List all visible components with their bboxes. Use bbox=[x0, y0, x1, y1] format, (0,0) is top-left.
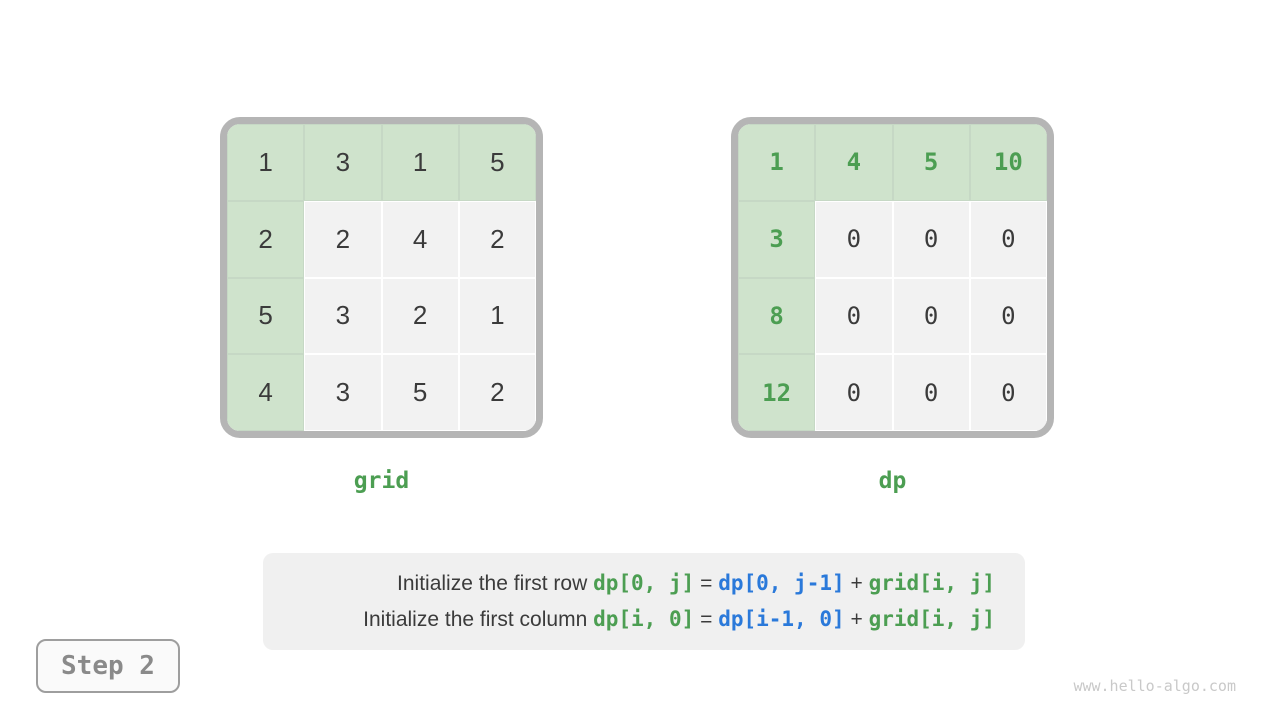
matrix-cell: 0 bbox=[892, 200, 970, 278]
caption-token: dp[0, j-1] bbox=[718, 571, 845, 595]
cell-value: 0 bbox=[846, 225, 862, 254]
caption-token: dp[i-1, 0] bbox=[718, 607, 845, 631]
matrix-cell: 0 bbox=[969, 200, 1047, 278]
matrix-cell: 3 bbox=[738, 200, 816, 278]
cell-value: 0 bbox=[923, 301, 939, 330]
matrix-cell: 0 bbox=[892, 354, 970, 431]
matrix-cell: 0 bbox=[815, 200, 893, 278]
cell-value: 2 bbox=[258, 223, 273, 254]
cell-value: 2 bbox=[490, 377, 505, 408]
matrix-cell: 10 bbox=[969, 124, 1047, 201]
dp-matrix: 1 4 5 10 3 0 0 0 8 0 0 0 12 0 0 0 bbox=[731, 117, 1054, 438]
matrix-cell: 2 bbox=[304, 200, 382, 278]
matrix-cell: 0 bbox=[815, 277, 893, 355]
cell-value: 12 bbox=[762, 378, 792, 407]
cell-value: 0 bbox=[923, 378, 939, 407]
matrix-cell: 0 bbox=[815, 354, 893, 431]
step-badge: Step 2 bbox=[36, 639, 180, 693]
caption-token: dp[0, j] bbox=[593, 571, 695, 595]
caption-token: grid[i, j] bbox=[868, 607, 995, 631]
cell-value: 4 bbox=[412, 223, 428, 254]
matrix-cell: 1 bbox=[381, 124, 459, 201]
matrix-cell: 1 bbox=[738, 124, 816, 201]
cell-value: 3 bbox=[335, 300, 351, 331]
cell-value: 1 bbox=[412, 146, 428, 177]
cell-value: 4 bbox=[846, 148, 862, 177]
grid-matrix: 1 3 1 5 2 2 4 2 5 3 2 1 4 3 5 2 bbox=[220, 117, 543, 438]
dp-label: dp bbox=[878, 468, 907, 494]
caption-token: = bbox=[694, 608, 719, 631]
matrix-cell: 5 bbox=[458, 124, 536, 201]
cell-value: 1 bbox=[769, 148, 784, 177]
matrix-cell: 5 bbox=[892, 124, 970, 201]
matrix-cell: 2 bbox=[227, 200, 305, 278]
cell-value: 3 bbox=[335, 377, 351, 408]
cell-value: 3 bbox=[335, 146, 351, 177]
cell-value: 0 bbox=[1001, 301, 1016, 330]
caption-token: grid[i, j] bbox=[868, 571, 995, 595]
cell-value: 5 bbox=[490, 146, 505, 177]
matrix-cell: 4 bbox=[381, 200, 459, 278]
caption-line-first-row: Initialize the first row dp[0, j] = dp[0… bbox=[397, 571, 995, 596]
cell-value: 8 bbox=[769, 301, 784, 330]
matrix-cell: 3 bbox=[304, 124, 382, 201]
grid-label: grid bbox=[353, 468, 410, 494]
cell-value: 0 bbox=[846, 378, 862, 407]
caption-token: + bbox=[844, 572, 869, 595]
matrix-cell: 3 bbox=[304, 354, 382, 431]
cell-value: 0 bbox=[846, 301, 862, 330]
cell-value: 10 bbox=[993, 148, 1023, 177]
matrix-cell: 0 bbox=[892, 277, 970, 355]
cell-value: 2 bbox=[412, 300, 428, 331]
cell-value: 1 bbox=[258, 146, 273, 177]
caption-token: = bbox=[694, 572, 719, 595]
matrix-cell: 1 bbox=[458, 277, 536, 355]
matrix-cell: 12 bbox=[738, 354, 816, 431]
matrix-cell: 1 bbox=[227, 124, 305, 201]
cell-value: 5 bbox=[258, 300, 273, 331]
matrix-cell: 0 bbox=[969, 354, 1047, 431]
cell-value: 1 bbox=[490, 300, 505, 331]
cell-value: 2 bbox=[335, 223, 351, 254]
matrix-cell: 0 bbox=[969, 277, 1047, 355]
step-badge-label: Step 2 bbox=[61, 651, 155, 681]
cell-value: 0 bbox=[1001, 378, 1016, 407]
cell-value: 0 bbox=[1001, 225, 1016, 254]
cell-value: 3 bbox=[769, 225, 784, 254]
caption-token: + bbox=[844, 608, 869, 631]
cell-value: 5 bbox=[412, 377, 428, 408]
caption-box: Initialize the first row dp[0, j] = dp[0… bbox=[263, 553, 1025, 650]
matrix-cell: 5 bbox=[381, 354, 459, 431]
matrix-cell: 5 bbox=[227, 277, 305, 355]
matrix-cell: 4 bbox=[227, 354, 305, 431]
caption-token: Initialize the first row bbox=[397, 572, 594, 595]
cell-value: 2 bbox=[490, 223, 505, 254]
matrix-cell: 2 bbox=[381, 277, 459, 355]
matrix-cell: 8 bbox=[738, 277, 816, 355]
cell-value: 0 bbox=[923, 225, 939, 254]
caption-line-first-column: Initialize the first column dp[i, 0] = d… bbox=[363, 607, 995, 632]
caption-token: dp[i, 0] bbox=[593, 607, 695, 631]
matrix-cell: 3 bbox=[304, 277, 382, 355]
caption-token: Initialize the first column bbox=[363, 608, 594, 631]
matrix-cell: 2 bbox=[458, 200, 536, 278]
matrix-cell: 4 bbox=[815, 124, 893, 201]
cell-value: 5 bbox=[923, 148, 939, 177]
cell-value: 4 bbox=[258, 377, 273, 408]
watermark: www.hello-algo.com bbox=[1073, 677, 1236, 695]
matrix-cell: 2 bbox=[458, 354, 536, 431]
